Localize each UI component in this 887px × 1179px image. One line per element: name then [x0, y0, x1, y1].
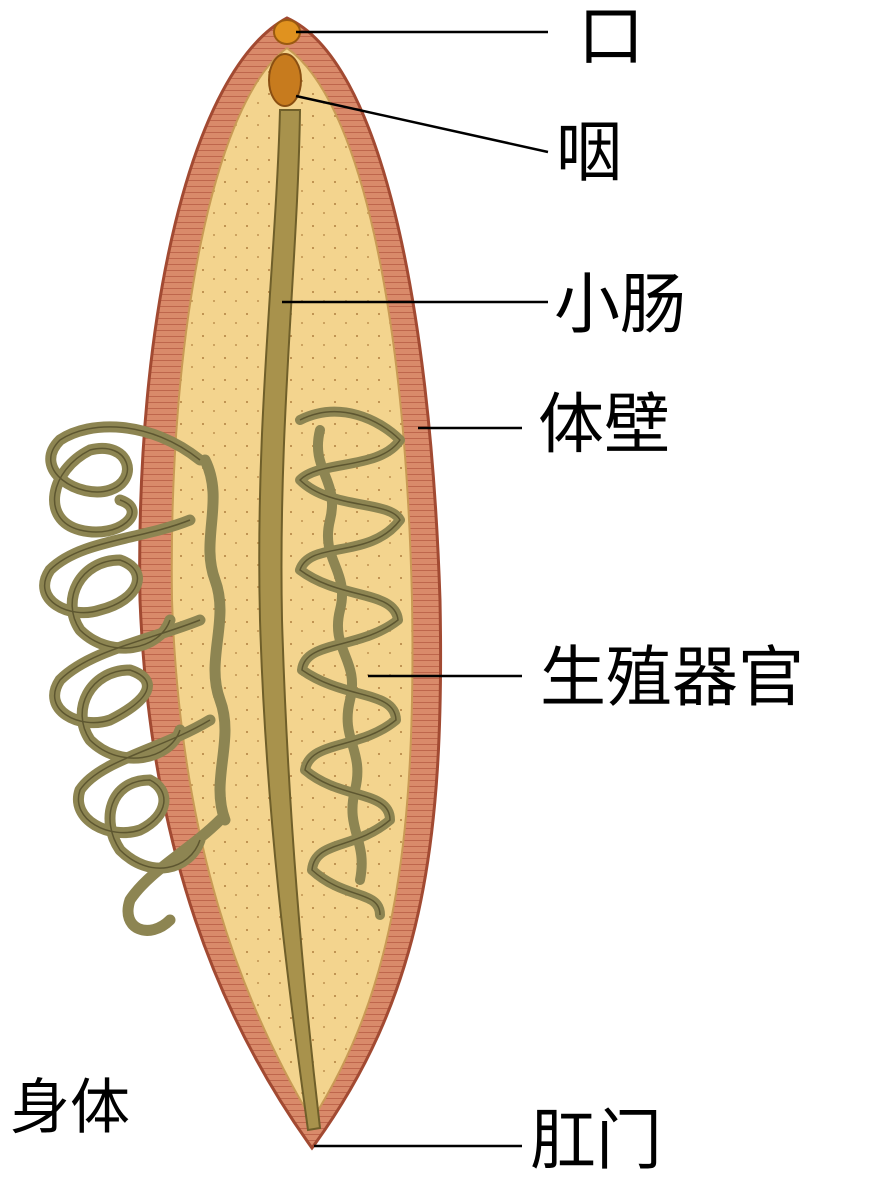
label-reproductive-organs: 生殖器官 — [540, 645, 804, 711]
label-anus: 肛门 — [530, 1108, 662, 1174]
pharynx — [269, 54, 301, 106]
label-body-wall: 体壁 — [538, 392, 670, 458]
label-partial-caption: 身体 — [10, 1078, 130, 1138]
label-pharynx: 咽 — [556, 120, 622, 186]
label-intestine: 小肠 — [554, 272, 686, 338]
label-mouth: 口 — [578, 4, 644, 70]
